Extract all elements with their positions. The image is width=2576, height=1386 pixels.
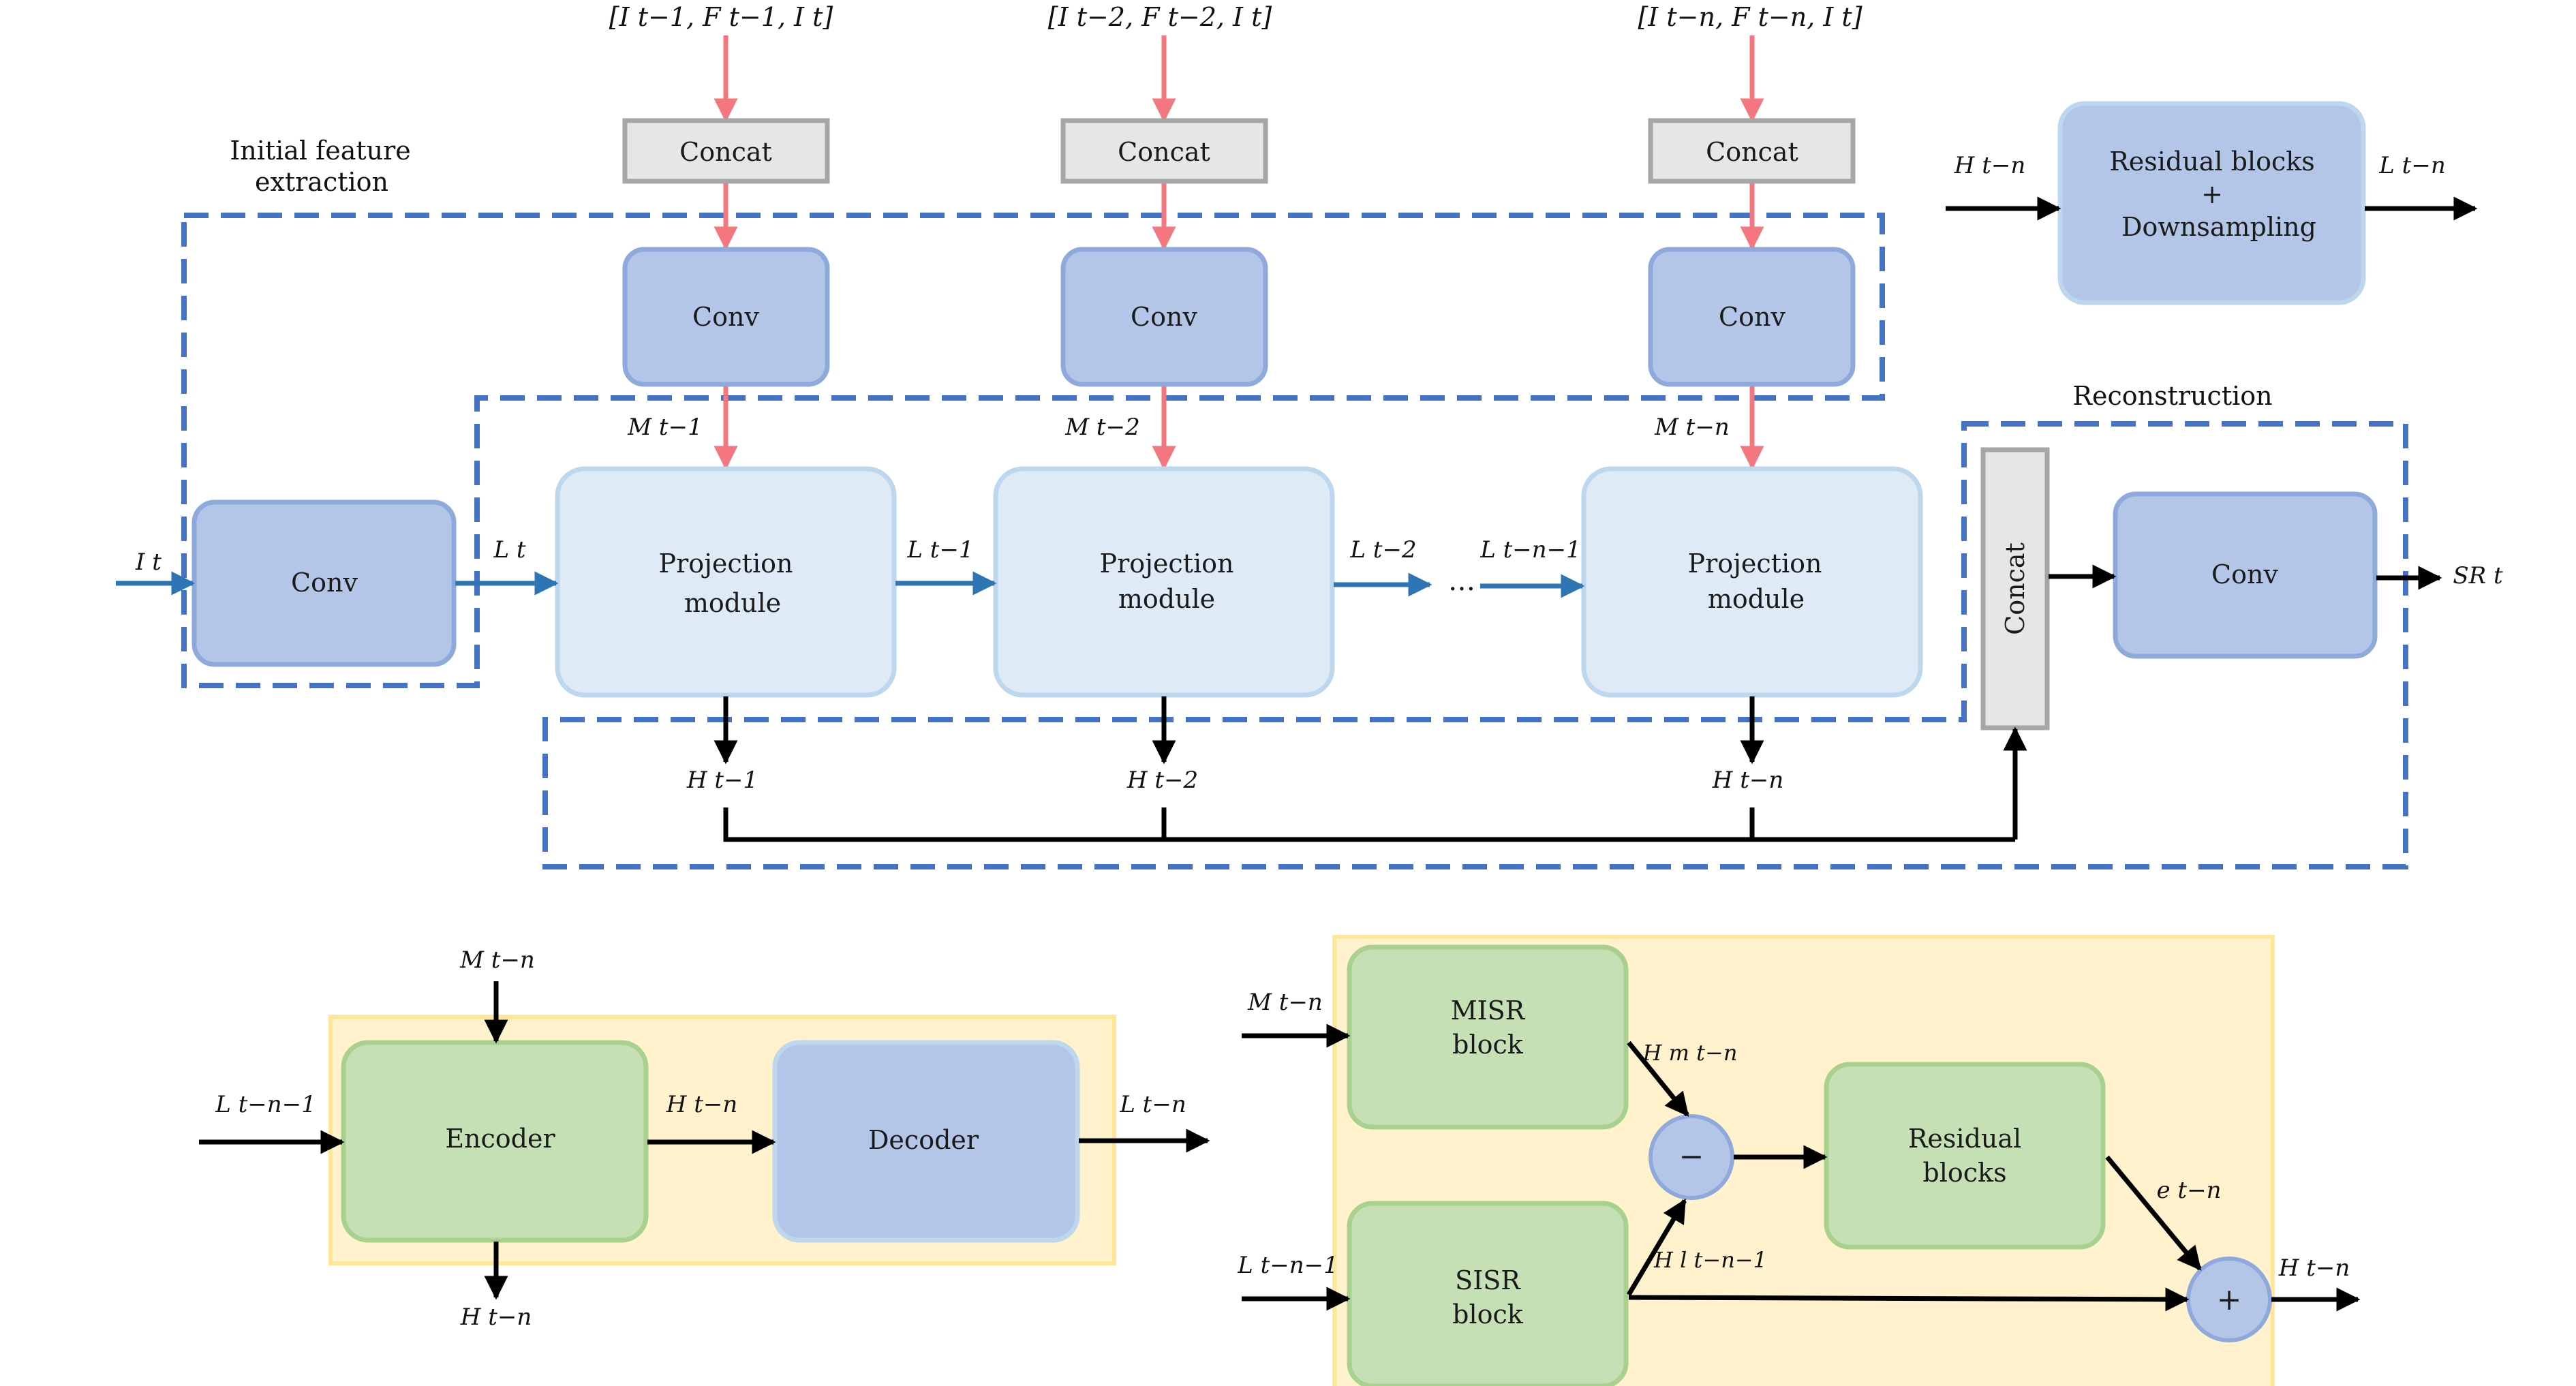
projection-label-3b: module <box>1708 584 1805 614</box>
Ltn1-label: L t−n−1 <box>1479 536 1581 564</box>
Mt2-label: M t−2 <box>1064 414 1139 441</box>
Lt1-label: L t−1 <box>906 536 973 564</box>
residual-blocks-block <box>1824 1062 2106 1250</box>
projection-module-2 <box>993 466 1335 698</box>
Mtn-label: M t−n <box>1654 414 1730 441</box>
conv-block-1 <box>622 247 830 387</box>
reconstruction-conv-label: Conv <box>2211 559 2278 589</box>
conv-label-1: Conv <box>692 302 759 332</box>
projection-label-1b: module <box>684 588 781 618</box>
reconstruction-region <box>542 421 2408 869</box>
encoder-label: Encoder <box>445 1124 555 1154</box>
subtract-node <box>1649 1114 1734 1200</box>
sisr-to-subtract-arrow <box>1626 1198 1687 1296</box>
conv-label-2: Conv <box>1131 302 1197 332</box>
Htn-label: H t−n <box>1712 767 1784 794</box>
encoder-H-label: H t−n <box>460 1304 532 1331</box>
Hl-label: H l t−n−1 <box>1653 1247 1767 1273</box>
concat-block-1 <box>622 118 830 184</box>
concat-block-3 <box>1648 118 1856 184</box>
decoder-label: Decoder <box>868 1125 979 1155</box>
projection-label-2a: Projection <box>1100 549 1234 579</box>
input-label-3: [I t−n, F t−n, I t] <box>1638 2 1862 32</box>
input-label-1: [I t−1, F t−1, I t] <box>609 2 833 32</box>
Mt1-label: M t−1 <box>627 414 702 441</box>
encoder-M-label: M t−n <box>459 946 535 974</box>
etn-label: e t−n <box>2157 1177 2222 1204</box>
concat-label-1: Concat <box>679 137 772 167</box>
sisr-label-1: SISR <box>1455 1265 1521 1295</box>
conv-block-2 <box>1060 247 1268 387</box>
encoder-out-label: H t−n <box>666 1091 738 1118</box>
add-symbol: + <box>2217 1282 2242 1317</box>
add-out-label: H t−n <box>2278 1254 2350 1282</box>
sisr-label-2: block <box>1452 1299 1524 1329</box>
conv-block-3 <box>1648 247 1856 387</box>
sisr-in-label: L t−n−1 <box>1237 1252 1338 1279</box>
misr-label-1: MISR <box>1451 996 1526 1026</box>
projection-label-1a: Projection <box>659 549 793 579</box>
projection-label-2b: module <box>1118 584 1215 614</box>
input-label-2: [I t−2, F t−2, I t] <box>1048 2 1272 32</box>
Lt-label: L t <box>493 536 525 564</box>
projection-label-3a: Projection <box>1688 549 1822 579</box>
residual-blocks-label-1: Residual <box>1908 1124 2021 1154</box>
ellipsis: … <box>1448 566 1475 597</box>
initial-feature-extraction-region <box>181 213 1885 688</box>
reconstruction-concat-label: Concat <box>2000 542 2030 635</box>
sisr-to-add-arrow <box>1628 1287 2190 1312</box>
residual-to-add-arrow <box>2105 1155 2202 1271</box>
residual-in-label: H t−n <box>1954 152 2026 179</box>
initial-feature-extraction-title-2: extraction <box>255 167 388 197</box>
Ht1-label: H t−1 <box>686 767 758 794</box>
SRt-label: SR t <box>2453 562 2503 589</box>
Ht2-label: H t−2 <box>1126 767 1198 794</box>
residual-out-label: L t−n <box>2378 152 2445 179</box>
initial-feature-extraction-title-1: Initial feature <box>230 136 411 166</box>
reconstruction-title: Reconstruction <box>2072 381 2272 411</box>
Lt2-label: L t−2 <box>1349 536 1416 564</box>
residual-downsampling-label-3: Downsampling <box>2121 212 2316 242</box>
initial-conv-label: Conv <box>291 568 358 598</box>
conv-label-3: Conv <box>1719 302 1785 332</box>
decoder-out-label: L t−n <box>1119 1091 1186 1118</box>
misr-to-subtract-arrow <box>1627 1041 1689 1117</box>
subtract-symbol: − <box>1679 1139 1704 1174</box>
misr-label-2: block <box>1452 1030 1524 1060</box>
residual-downsampling-label-2: + <box>2201 179 2223 209</box>
Hm-label: H m t−n <box>1642 1040 1738 1066</box>
concat-label-3: Concat <box>1706 137 1798 167</box>
concat-label-2: Concat <box>1118 137 1210 167</box>
It-label: I t <box>135 549 162 576</box>
residual-blocks-label-2: blocks <box>1922 1158 2006 1188</box>
H-collector-line <box>723 807 2015 842</box>
projection-module-1 <box>555 466 897 698</box>
misr-in-label: M t−n <box>1247 989 1323 1016</box>
residual-downsampling-label-1: Residual blocks <box>2109 147 2315 176</box>
projection-module-3 <box>1581 466 1923 698</box>
concat-block-2 <box>1060 118 1268 184</box>
encoder-in-label: L t−n−1 <box>215 1091 316 1118</box>
